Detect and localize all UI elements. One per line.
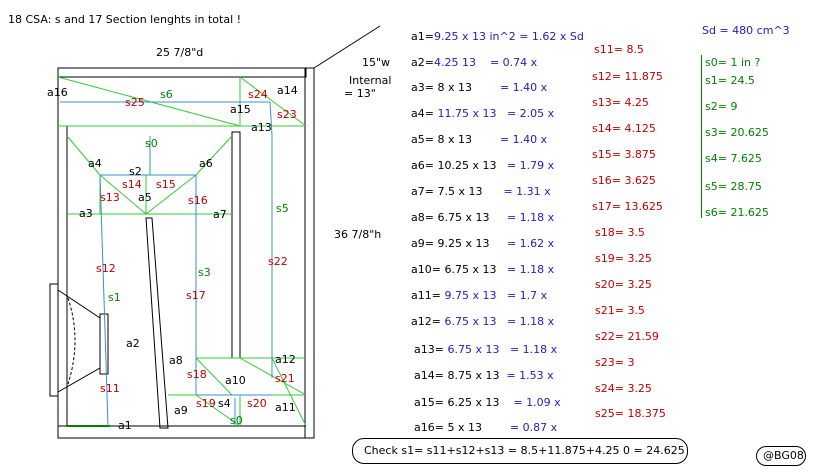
diagram-label-a9: a9 (174, 404, 188, 417)
diagram-label-s5: s5 (276, 202, 289, 215)
internal-label: Internal (349, 74, 392, 87)
formula-a9: a9= 9.25 x 13 = 1.62 x (411, 237, 555, 250)
diagram-label-s20: s20 (247, 397, 267, 410)
diagram-label-a8: a8 (169, 354, 183, 367)
diagram-label-a13: a13 (251, 121, 272, 134)
section-s5: s5= 28.75 (705, 180, 762, 193)
diagram-label-s19: s19 (196, 397, 216, 410)
section-s1: s1= 24.5 (705, 74, 755, 87)
section-s2: s2= 9 (705, 100, 738, 113)
diagram-label-s23: s23 (277, 108, 297, 121)
acoustic-path (60, 101, 273, 427)
section-s16: s16= 3.625 (592, 174, 656, 187)
formula-a6: a6= 10.25 x 13 = 1.79 x (411, 159, 555, 172)
section-s19: s19= 3.25 (595, 252, 652, 265)
diagram-label-a4: a4 (88, 157, 102, 170)
page-title: 18 CSA: s and 17 Section lenghts in tota… (8, 13, 242, 26)
check-box (352, 438, 688, 464)
diagram-label-s13: s13 (100, 191, 120, 204)
diagram-label-s15: s15 (156, 178, 176, 191)
diagram-label-s18: s18 (187, 368, 207, 381)
top-panel (57, 67, 307, 78)
signature-box (756, 446, 806, 466)
diagram-label-a15: a15 (230, 103, 251, 116)
diagram-label-s0-bottom: s0 (230, 414, 243, 427)
section-s18: s18= 3.5 (595, 226, 645, 239)
section-s3: s3= 20.625 (705, 126, 769, 139)
section-s4: s4= 7.625 (705, 152, 762, 165)
driver-shape (49, 283, 109, 397)
formula-a5: a5= 8 x 13 = 1.40 x (411, 133, 548, 146)
signature: @BG08 (763, 449, 804, 462)
diagram-label-a16: a16 (47, 86, 68, 99)
inner-divider-right (231, 131, 241, 359)
diagram-label-s16: s16 (188, 194, 208, 207)
sd-value: Sd = 480 cm^3 (702, 24, 790, 37)
dim-depth: 25 7/8"d (156, 46, 204, 59)
diagram-label-s11: s11 (100, 382, 120, 395)
internal-value: = 13" (344, 87, 376, 100)
diagram-label-a3: a3 (79, 207, 93, 220)
diagram-label-s2: s2 (129, 165, 142, 178)
section-s22: s22= 21.59 (595, 330, 659, 343)
formula-a11: a11= 9.75 x 13 = 1.7 x (411, 289, 548, 302)
diagram-label-a5: a5 (138, 191, 152, 204)
diagram-label-a14: a14 (277, 84, 298, 97)
formula-a16: a16= 5 x 13 = 0.87 x (414, 421, 558, 434)
diagram-label-a2: a2 (126, 337, 140, 350)
section-s6: s6= 21.625 (705, 206, 769, 219)
diagram-label-a6: a6 (199, 157, 213, 170)
diagram-label-s17: s17 (186, 289, 206, 302)
diagram-label-s1: s1 (108, 291, 121, 304)
baffle-panel (57, 125, 68, 427)
section-s12: s12= 11.875 (592, 70, 663, 83)
angled-divider (145, 217, 169, 429)
diagram-label-a12: a12 (275, 353, 296, 366)
diagram-label-s22: s22 (268, 255, 288, 268)
section-s24: s24= 3.25 (595, 382, 652, 395)
section-s25: s25= 18.375 (595, 407, 666, 420)
formula-a14: a14= 8.75 x 13 = 1.53 x (414, 369, 554, 382)
formula-a1: a1=9.25 x 13 in^2 = 1.62 x Sd (411, 30, 584, 43)
section-s20: s20= 3.25 (595, 278, 652, 291)
section-s13: s13= 4.25 (592, 96, 649, 109)
formula-a2: a2=4.25 13 = 0.74 x (411, 56, 538, 69)
formula-a3: a3= 8 x 13 = 1.40 x (411, 81, 548, 94)
right-panel (304, 67, 315, 439)
section-s15: s15= 3.875 (592, 148, 656, 161)
diagram-label-a10: a10 (225, 374, 246, 387)
section-s17: s17= 13.625 (592, 200, 663, 213)
perspective-line (313, 25, 381, 69)
dim-width: 15"w (362, 56, 391, 69)
formula-a8: a8= 6.75 x 13 = 1.18 x (411, 211, 555, 224)
formula-a12: a12= 6.75 x 13 = 1.18 x (411, 315, 555, 328)
diagram-label-a11: a11 (275, 401, 296, 414)
dim-height: 36 7/8"h (334, 228, 382, 241)
diagram-label-s24: s24 (248, 88, 268, 101)
section-s11: s11= 8.5 (594, 43, 644, 56)
cabinet-outline (57, 25, 381, 439)
check-text: Check s1= s11+s12+s13 = 8.5+11.875+4.25 … (364, 444, 685, 457)
diagram-label-a7: a7 (213, 208, 227, 221)
section-s21: s21= 3.5 (595, 304, 645, 317)
diagram-label-s4: s4 (218, 397, 231, 410)
diagram-label-s21: s21 (275, 372, 295, 385)
section-s14: s14= 4.125 (592, 122, 656, 135)
formula-a13: a13= 6.75 x 13 = 1.18 x (414, 343, 558, 356)
diagram-label-s25: s25 (125, 96, 145, 109)
green-column-rule (701, 55, 702, 218)
formula-a10: a10= 6.75 x 13 = 1.18 x (411, 263, 555, 276)
diagram-label-s6: s6 (160, 88, 173, 101)
diagram-label-s14: s14 (122, 178, 142, 191)
section-s0: s0= 1 in ? (705, 56, 761, 69)
formula-a7: a7= 7.5 x 13 = 1.31 x (411, 185, 551, 198)
section-s23: s23= 3 (595, 356, 635, 369)
formula-a15: a15= 6.25 x 13 = 1.09 x (414, 396, 561, 409)
diagram-label-a1: a1 (118, 419, 132, 432)
diagram-label-s12: s12 (96, 262, 116, 275)
diagram-label-s0-top: s0 (145, 137, 158, 150)
diagram-label-s3: s3 (198, 266, 211, 279)
formula-a4: a4= 11.75 x 13 = 2.05 x (411, 107, 555, 120)
